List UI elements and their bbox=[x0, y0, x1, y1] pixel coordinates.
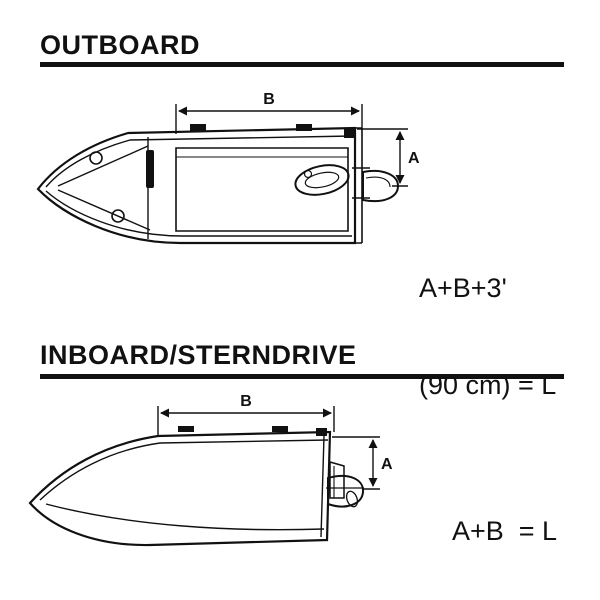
inboard-boat-drawing bbox=[28, 426, 365, 547]
outboard-cleat-2 bbox=[296, 124, 312, 131]
inboard-inner-sheer bbox=[39, 439, 329, 501]
outboard-dimensions: B A bbox=[175, 91, 420, 187]
outboard-motor-cowl-inner bbox=[304, 171, 340, 189]
inboard-cleat-1 bbox=[178, 426, 194, 432]
inboard-transom-inner bbox=[320, 435, 325, 538]
outboard-cockpit bbox=[175, 147, 349, 232]
outboard-a-label: A bbox=[408, 150, 420, 167]
inboard-section-title: INBOARD/STERNDRIVE bbox=[40, 340, 357, 370]
outboard-divider-rule bbox=[40, 62, 564, 67]
outboard-motor-cap bbox=[303, 169, 313, 179]
outboard-inner-sheer-bottom bbox=[45, 190, 352, 237]
outboard-bow-seam-bottom bbox=[57, 189, 151, 231]
inboard-a-extension-lines bbox=[332, 436, 380, 490]
outboard-cleat-1 bbox=[190, 124, 206, 131]
outboard-deck-fitting-2 bbox=[111, 209, 125, 223]
outboard-motor-lower-line bbox=[365, 176, 391, 188]
sterndrive-lower-unit bbox=[327, 474, 365, 508]
inboard-formula: A+B = L bbox=[452, 516, 558, 546]
inboard-divider-rule bbox=[40, 374, 564, 379]
outboard-deck-fitting-1 bbox=[89, 151, 103, 165]
outboard-stern-cleat bbox=[344, 129, 354, 138]
inboard-b-extension-lines bbox=[157, 406, 335, 436]
outboard-console bbox=[146, 150, 154, 188]
outboard-inner-sheer-top bbox=[45, 135, 353, 188]
sterndrive-unit bbox=[326, 461, 365, 508]
outboard-formula-line2: (90 cm) = L bbox=[419, 369, 557, 400]
inboard-chine-line bbox=[45, 503, 325, 531]
outboard-bow-seam-top bbox=[57, 145, 149, 187]
inboard-cleat-2 bbox=[272, 426, 288, 432]
outboard-b-extension-lines bbox=[175, 104, 363, 134]
outboard-formula-line1: A+B+3' bbox=[419, 272, 507, 303]
inboard-b-label: B bbox=[240, 393, 252, 410]
sterndrive-prop bbox=[345, 490, 359, 508]
outboard-hull-outline bbox=[36, 126, 357, 245]
outboard-motor bbox=[294, 164, 400, 203]
outboard-b-label: B bbox=[263, 91, 275, 108]
inboard-stern-cleat bbox=[316, 428, 327, 436]
inboard-a-label: A bbox=[381, 456, 393, 473]
outboard-formula: A+B+3' (90 cm) = L bbox=[419, 207, 556, 466]
outboard-a-extension-lines bbox=[357, 128, 408, 187]
outboard-motor-bracket bbox=[352, 167, 370, 199]
outboard-boat-drawing bbox=[36, 124, 400, 245]
outboard-motor-cowl bbox=[294, 164, 350, 196]
inboard-hull-outline bbox=[28, 430, 332, 547]
outboard-section-title: OUTBOARD bbox=[40, 30, 200, 60]
inboard-dimensions: B A bbox=[157, 393, 393, 490]
sterndrive-bracket bbox=[329, 461, 345, 499]
